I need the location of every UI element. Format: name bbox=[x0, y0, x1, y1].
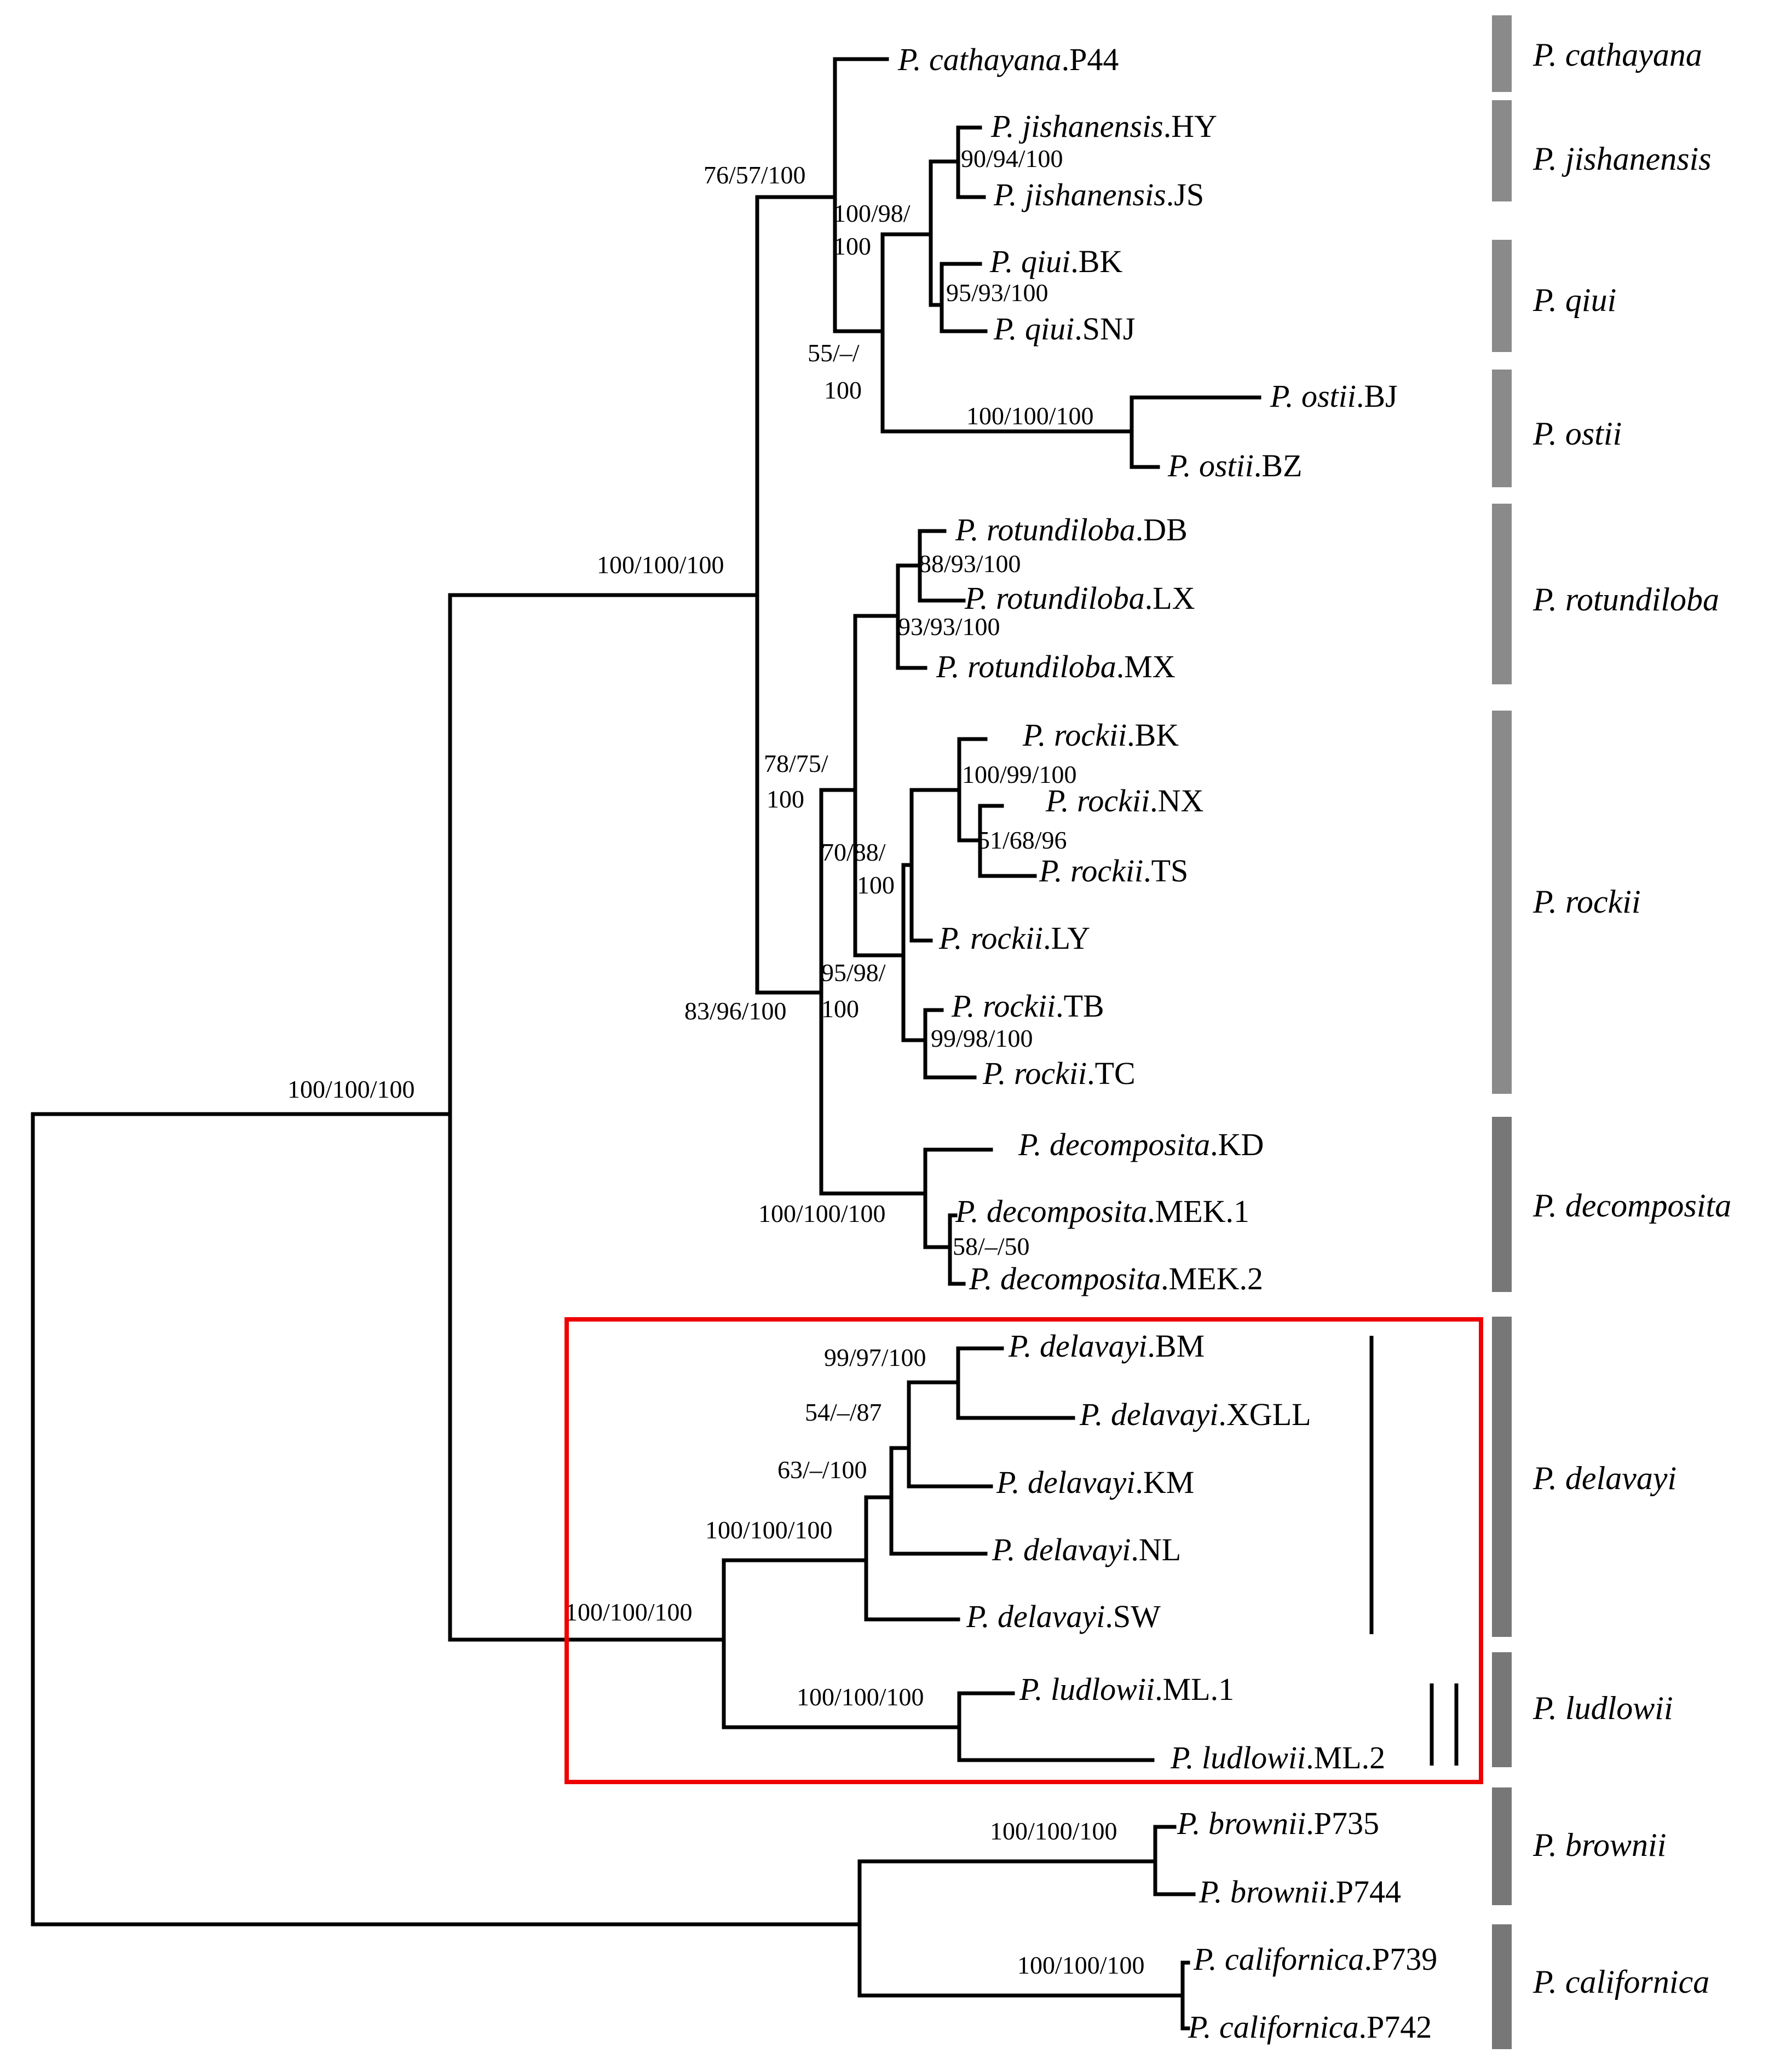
tip-label: P. qiui.SNJ bbox=[993, 311, 1135, 347]
support-label: 83/96/100 bbox=[684, 997, 787, 1025]
tip-label: P. delavayi.NL bbox=[992, 1532, 1181, 1567]
support-label: 100/100/100 bbox=[990, 1817, 1117, 1845]
tip-label: P. delavayi.KM bbox=[996, 1464, 1194, 1500]
tip-label: P. rotundiloba.LX bbox=[964, 580, 1195, 616]
group-label-rotundiloba: P. rotundiloba bbox=[1532, 581, 1719, 618]
support-label: 95/93/100 bbox=[946, 279, 1048, 307]
group-label-ludlowii: P. ludlowii bbox=[1532, 1690, 1673, 1726]
group-label-jishanensis: P. jishanensis bbox=[1532, 141, 1712, 177]
support-label: 88/93/100 bbox=[919, 550, 1021, 578]
highlight-box bbox=[564, 1317, 1483, 1784]
support-label: 54/–/87 bbox=[805, 1398, 882, 1426]
group-bars bbox=[1492, 15, 1512, 2049]
support-label: 100/100/100 bbox=[1017, 1951, 1145, 1979]
tip-label: P. rotundiloba.MX bbox=[936, 649, 1176, 684]
tip-label: P. ostii.BJ bbox=[1270, 378, 1398, 414]
support-label: 100 bbox=[821, 995, 859, 1023]
tip-label: P. rockii.TB bbox=[951, 988, 1104, 1024]
tip-label: P. ostii.BZ bbox=[1167, 448, 1303, 483]
tip-labels: P. cathayana.P44 P. jishanensis.HY P. ji… bbox=[897, 42, 1437, 2045]
group-bar-brownii bbox=[1492, 1787, 1512, 1905]
tip-label: P. californica.P739 bbox=[1193, 1941, 1437, 1977]
support-label: 100/100/100 bbox=[797, 1683, 924, 1711]
support-label: 100/100/100 bbox=[565, 1598, 693, 1626]
group-label-qiui: P. qiui bbox=[1532, 282, 1616, 318]
group-labels: P. cathayana P. jishanensis P. qiui P. o… bbox=[1532, 37, 1731, 2000]
support-label: 78/75/ bbox=[764, 749, 828, 777]
tip-label: P. delavayi.BM bbox=[1008, 1328, 1205, 1364]
support-label: 100/100/100 bbox=[966, 402, 1094, 430]
support-label: 95/98/ bbox=[821, 959, 886, 987]
tip-label: P. californica.P742 bbox=[1188, 2009, 1432, 2045]
group-bar-ostii bbox=[1492, 370, 1512, 487]
support-label: 100/100/100 bbox=[287, 1075, 415, 1103]
support-label: 99/97/100 bbox=[824, 1343, 926, 1371]
support-label: 70/88/ bbox=[821, 838, 886, 866]
tip-label: P. rockii.TS bbox=[1039, 853, 1188, 889]
support-label: 51/68/96 bbox=[977, 826, 1067, 854]
group-bar-ludlowii bbox=[1492, 1652, 1512, 1767]
tip-label: P. rockii.BK bbox=[1022, 717, 1179, 753]
support-label: 100 bbox=[824, 376, 862, 404]
group-bar-delavayi bbox=[1492, 1317, 1512, 1637]
group-label-cathayana: P. cathayana bbox=[1532, 37, 1702, 73]
tip-label: P. delavayi.SW bbox=[966, 1599, 1161, 1634]
tip-label: P. delavayi.XGLL bbox=[1079, 1397, 1311, 1432]
group-label-brownii: P. brownii bbox=[1532, 1827, 1666, 1863]
support-label: 100/100/100 bbox=[597, 551, 724, 579]
group-bar-rotundiloba bbox=[1492, 504, 1512, 684]
tip-label: P. jishanensis.JS bbox=[993, 177, 1204, 212]
support-label: 58/–/50 bbox=[953, 1232, 1030, 1260]
group-label-californica: P. californica bbox=[1532, 1964, 1709, 2000]
support-values: 100/100/100 100/100/100 76/57/100 100/98… bbox=[287, 145, 1145, 1979]
tip-label: P. rockii.LY bbox=[938, 920, 1090, 956]
support-label: 76/57/100 bbox=[704, 161, 806, 189]
group-label-delavayi: P. delavayi bbox=[1532, 1460, 1676, 1496]
group-label-decomposita: P. decomposita bbox=[1532, 1187, 1731, 1224]
tip-label: P. decomposita.MEK.2 bbox=[969, 1261, 1263, 1296]
support-label: 63/–/100 bbox=[777, 1456, 867, 1484]
group-bar-cathayana bbox=[1492, 15, 1512, 92]
tip-label: P. brownii.P744 bbox=[1198, 1874, 1401, 1910]
support-label: 100/100/100 bbox=[758, 1199, 886, 1227]
tip-label: P. rockii.TC bbox=[982, 1056, 1136, 1091]
tip-label: P. ludlowii.ML.2 bbox=[1170, 1740, 1385, 1775]
tip-label: P. qiui.BK bbox=[989, 244, 1122, 279]
group-bar-californica bbox=[1492, 1924, 1512, 2049]
tree-branches bbox=[31, 57, 1261, 2031]
support-label: 100/98/ bbox=[833, 199, 911, 227]
tip-label: P. decomposita.KD bbox=[1018, 1127, 1264, 1162]
tip-label: P. ludlowii.ML.1 bbox=[1019, 1671, 1234, 1707]
group-bar-jishanensis bbox=[1492, 100, 1512, 201]
tip-label: P. decomposita.MEK.1 bbox=[955, 1193, 1249, 1229]
support-label: 55/–/ bbox=[808, 339, 860, 367]
support-label: 100/99/100 bbox=[962, 760, 1077, 788]
group-label-rockii: P. rockii bbox=[1532, 884, 1641, 920]
group-bar-qiui bbox=[1492, 240, 1512, 352]
support-label: 90/94/100 bbox=[961, 145, 1063, 172]
group-bar-rockii bbox=[1492, 711, 1512, 1094]
support-label: 100 bbox=[833, 232, 871, 260]
tip-label: P. rotundiloba.DB bbox=[955, 512, 1188, 547]
tip-label: P. jishanensis.HY bbox=[990, 108, 1217, 144]
tip-label: P. cathayana.P44 bbox=[897, 42, 1119, 77]
group-label-ostii: P. ostii bbox=[1532, 416, 1622, 452]
support-label: 93/93/100 bbox=[898, 613, 1000, 641]
tip-label: P. rockii.NX bbox=[1045, 783, 1203, 818]
tip-label: P. brownii.P735 bbox=[1177, 1806, 1379, 1841]
support-label: 100 bbox=[767, 785, 804, 813]
support-label: 100 bbox=[857, 871, 895, 899]
group-bar-decomposita bbox=[1492, 1117, 1512, 1292]
support-label: 100/100/100 bbox=[705, 1516, 833, 1544]
support-label: 99/98/100 bbox=[931, 1024, 1033, 1052]
